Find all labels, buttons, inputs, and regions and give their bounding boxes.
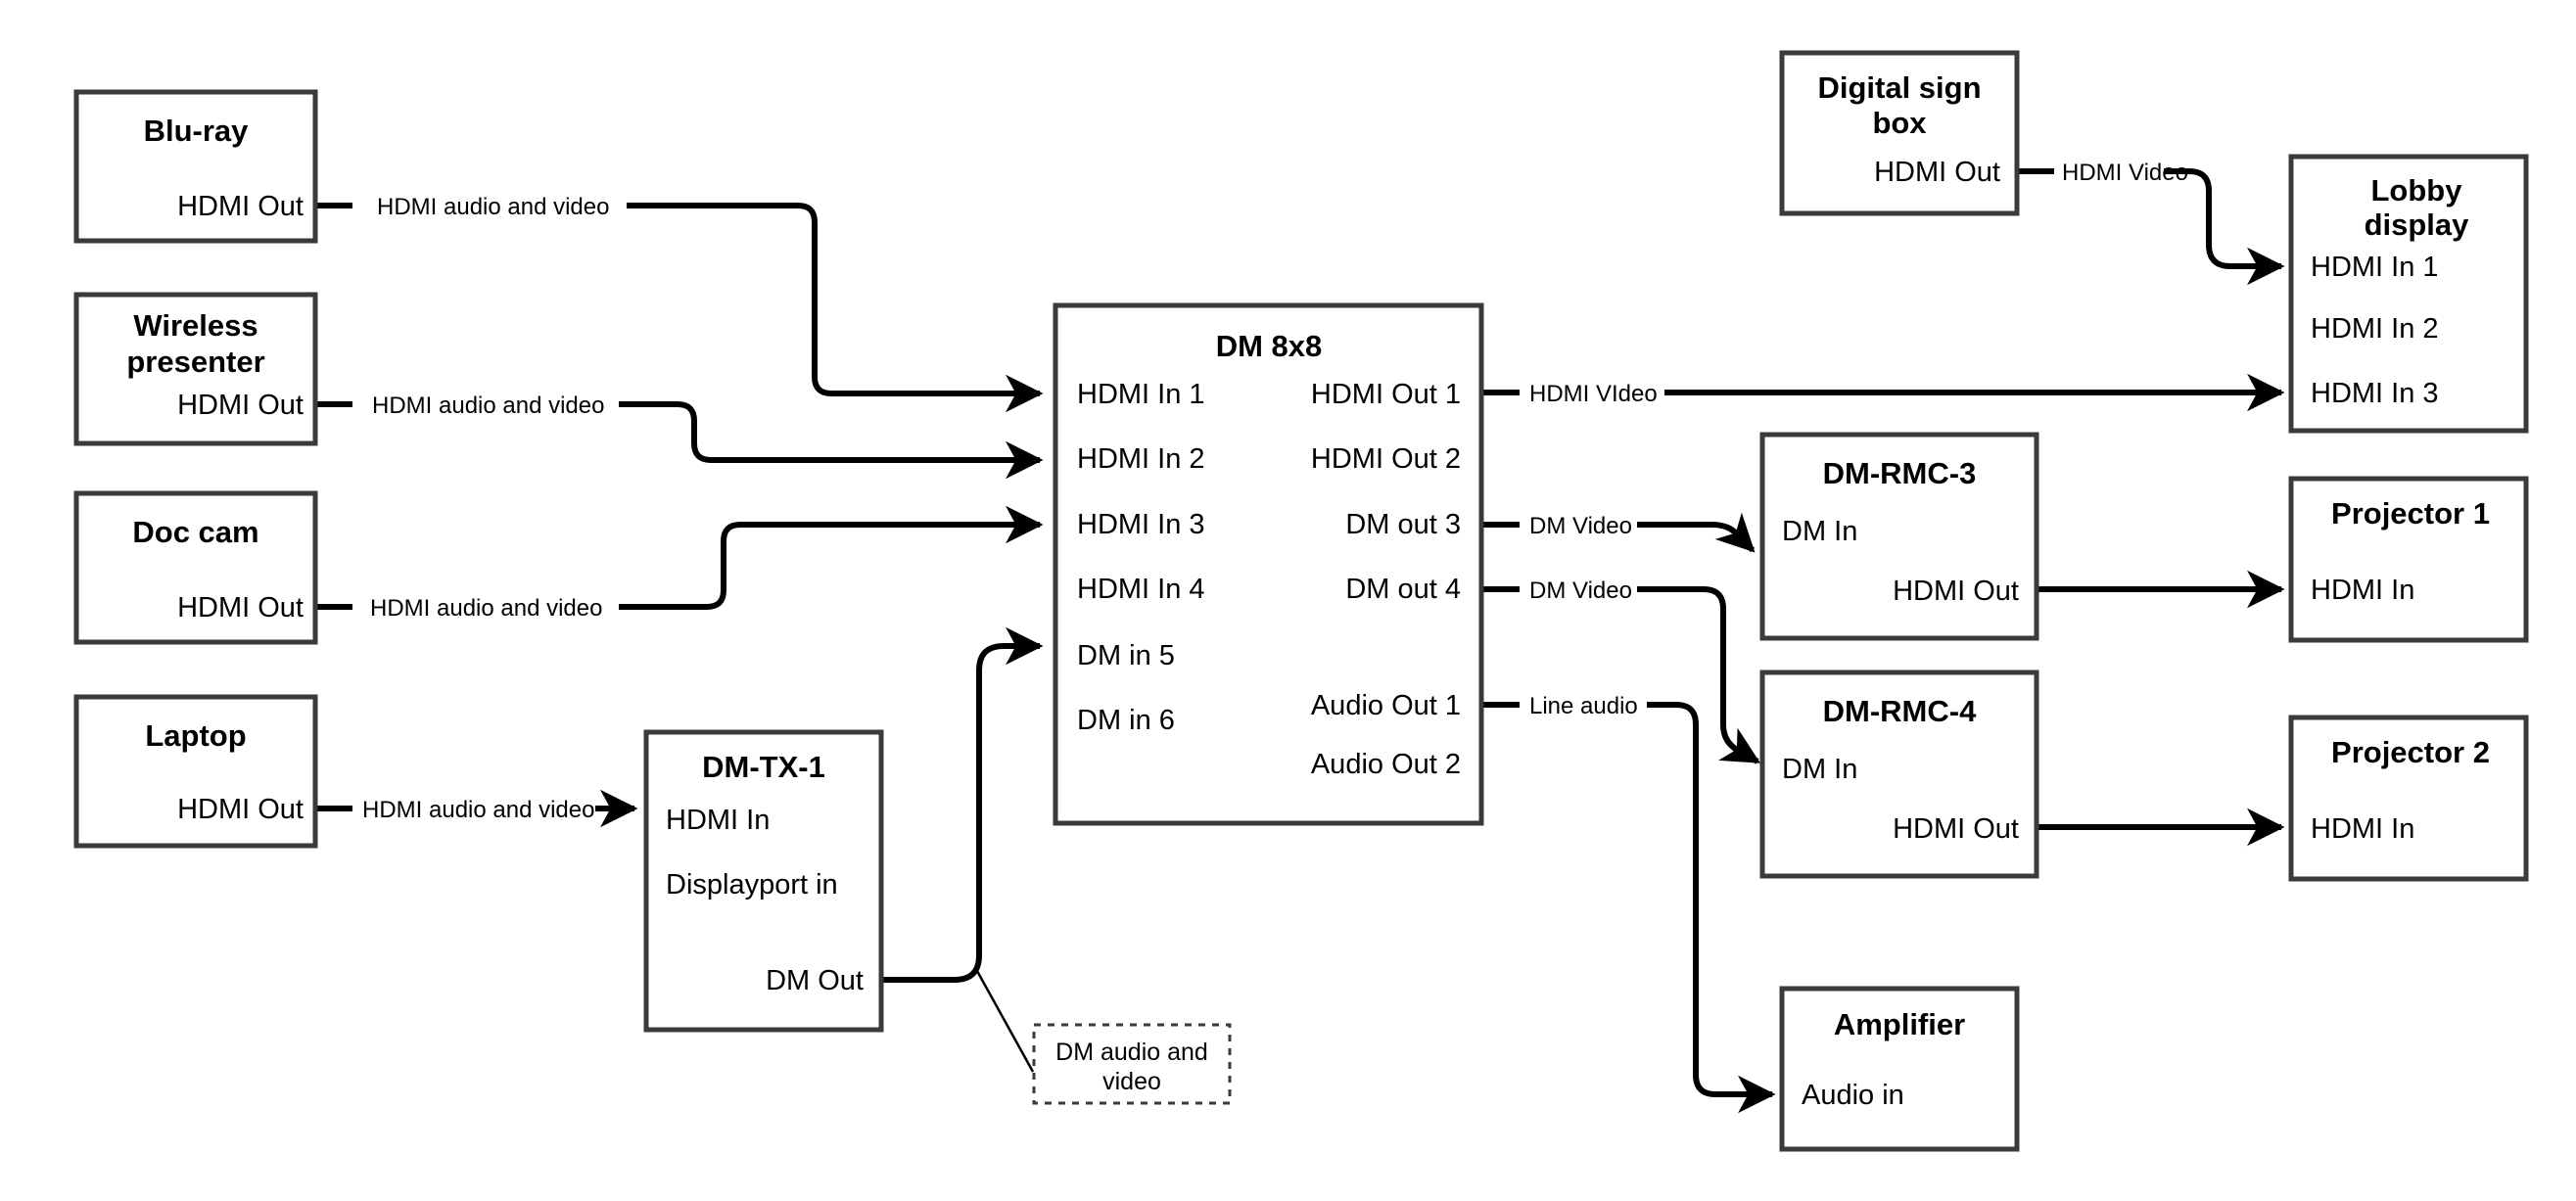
wire-label-doccam: HDMI audio and video: [370, 595, 602, 622]
dm-8x8-input-hdmi-in-3: HDMI In 3: [1077, 509, 1205, 540]
wire-doccam-to-dm8x8: HDMI audio and video: [315, 505, 1044, 622]
wire-label-sign-to-lobby: HDMI Video: [2062, 160, 2188, 186]
wire-label-wireless: HDMI audio and video: [372, 393, 604, 419]
lobby-display-port-hdmi-in-1: HDMI In 1: [2311, 252, 2439, 283]
dm-tx-1-port-displayport-in: Displayport in: [666, 869, 838, 901]
dm-tx-1-box[interactable]: [643, 729, 884, 1033]
doc-cam-box[interactable]: [73, 490, 318, 645]
laptop-title: Laptop: [145, 718, 246, 753]
wire-label-line-audio: Line audio: [1529, 693, 1638, 719]
dm-rmc-4-port-dm-in: DM In: [1782, 754, 1857, 785]
node-dm-rmc-3[interactable]: DM-RMC-3 DM In HDMI Out: [1759, 432, 2039, 641]
node-lobby-display[interactable]: Lobby display HDMI In 1 HDMI In 2 HDMI I…: [2288, 154, 2529, 434]
projector-2-title: Projector 2: [2331, 735, 2490, 769]
projector-2-port-hdmi-in: HDMI In: [2311, 813, 2414, 845]
lobby-display-title-line1: Lobby: [2371, 173, 2463, 208]
wire-wireless-to-dm8x8: HDMI audio and video: [315, 393, 1044, 480]
amplifier-port-audio-in: Audio in: [1802, 1080, 1904, 1111]
amplifier-box[interactable]: [1779, 986, 2020, 1152]
dm-tx-1-port-hdmi-in: HDMI In: [666, 805, 770, 836]
node-amplifier[interactable]: Amplifier Audio in: [1779, 986, 2020, 1152]
wire-label-bluray: HDMI audio and video: [377, 194, 609, 220]
wire-dmtx1-to-dm8x8: [881, 626, 1044, 983]
projector-2-box[interactable]: [2288, 715, 2529, 882]
wire-dm8x8-audio1-to-amp: Line audio: [1481, 693, 1776, 1114]
dm-8x8-input-dm-in-6: DM in 6: [1077, 705, 1175, 736]
lobby-display-box[interactable]: [2288, 154, 2529, 434]
lobby-display-port-hdmi-in-3: HDMI In 3: [2311, 378, 2439, 409]
lobby-display-port-hdmi-in-2: HDMI In 2: [2311, 313, 2439, 345]
callout-leader-line: [975, 970, 1035, 1073]
digital-sign-box-title-line2: box: [1872, 106, 1927, 140]
callout-line1: DM audio and: [1055, 1039, 1208, 1066]
wire-label-dm-out3: DM Video: [1529, 513, 1632, 539]
dm-tx-1-port-dm-out: DM Out: [766, 965, 864, 996]
dm-8x8-output-dm-out-3: DM out 3: [1345, 509, 1461, 540]
digital-sign-box-port-hdmi-out: HDMI Out: [1874, 157, 2000, 188]
wireless-presenter-box[interactable]: [73, 292, 318, 446]
dm-rmc-3-port-dm-in: DM In: [1782, 516, 1857, 547]
node-laptop[interactable]: Laptop HDMI Out: [73, 694, 318, 849]
node-dm-tx-1[interactable]: DM-TX-1 HDMI In Displayport in DM Out: [643, 729, 884, 1033]
projector-1-title: Projector 1: [2331, 496, 2490, 531]
node-doc-cam[interactable]: Doc cam HDMI Out: [73, 490, 318, 645]
wire-label-hdmi-out1: HDMI VIdeo: [1529, 381, 1658, 407]
callout-line2: video: [1102, 1068, 1161, 1095]
dm-8x8-title: DM 8x8: [1216, 329, 1323, 363]
callout-box: [1032, 1023, 1232, 1105]
bluray-title: Blu-ray: [144, 114, 250, 148]
digital-sign-box-title-line1: Digital sign: [1817, 70, 1981, 105]
digital-sign-box[interactable]: [1779, 50, 2020, 216]
dm-tx-1-title: DM-TX-1: [702, 750, 825, 784]
node-wireless-presenter[interactable]: Wireless presenter HDMI Out: [73, 292, 318, 446]
wireless-presenter-port-hdmi-out: HDMI Out: [177, 390, 304, 421]
dm-rmc-4-box[interactable]: [1759, 670, 2039, 879]
wire-sign-to-lobby: HDMI Video: [2017, 160, 2285, 286]
dm-8x8-output-audio-out-1: Audio Out 1: [1311, 690, 1461, 721]
doc-cam-port-hdmi-out: HDMI Out: [177, 592, 304, 624]
wire-label-dm-out4: DM Video: [1529, 577, 1632, 604]
wireless-presenter-title-line1: Wireless: [133, 308, 258, 343]
dm-8x8-output-audio-out-2: Audio Out 2: [1311, 749, 1461, 780]
dm-8x8-output-hdmi-out-1: HDMI Out 1: [1311, 379, 1461, 410]
node-dm-8x8[interactable]: DM 8x8 HDMI In 1 HDMI In 2 HDMI In 3 HDM…: [1053, 302, 1484, 826]
node-bluray[interactable]: Blu-ray HDMI Out: [73, 89, 318, 244]
node-projector-2[interactable]: Projector 2 HDMI In: [2288, 715, 2529, 882]
dm-rmc-3-port-hdmi-out: HDMI Out: [1893, 576, 2019, 607]
bluray-box[interactable]: [73, 89, 318, 244]
node-digital-sign-box[interactable]: Digital sign box HDMI Out: [1779, 50, 2020, 216]
wire-dm8x8-out3-to-rmc3: DM Video: [1481, 512, 1756, 553]
node-dm-rmc-4[interactable]: DM-RMC-4 DM In HDMI Out: [1759, 670, 2039, 879]
wire-laptop-to-dmtx1: HDMI audio and video: [315, 789, 638, 828]
laptop-port-hdmi-out: HDMI Out: [177, 794, 304, 825]
dm-rmc-4-port-hdmi-out: HDMI Out: [1893, 813, 2019, 845]
dm-8x8-box[interactable]: [1053, 302, 1484, 826]
lobby-display-title-line2: display: [2365, 208, 2470, 242]
doc-cam-title: Doc cam: [132, 515, 258, 549]
dm-8x8-output-dm-out-4: DM out 4: [1345, 574, 1461, 605]
wire-label-laptop: HDMI audio and video: [362, 797, 594, 823]
dm-rmc-3-title: DM-RMC-3: [1823, 456, 1977, 490]
dm-rmc-4-title: DM-RMC-4: [1823, 694, 1977, 728]
wire-dm8x8-out4-to-rmc4: DM Video: [1481, 577, 1761, 764]
dm-8x8-input-dm-in-5: DM in 5: [1077, 640, 1175, 671]
callout-dm-audio-and-video: DM audio and video: [1032, 1023, 1232, 1105]
dm-8x8-input-hdmi-in-1: HDMI In 1: [1077, 379, 1205, 410]
projector-1-box[interactable]: [2288, 476, 2529, 643]
dm-rmc-3-box[interactable]: [1759, 432, 2039, 641]
dm-8x8-input-hdmi-in-4: HDMI In 4: [1077, 574, 1205, 605]
wire-bluray-to-dm8x8: HDMI audio and video: [315, 194, 1044, 413]
bluray-port-hdmi-out: HDMI Out: [177, 191, 304, 222]
dm-8x8-input-hdmi-in-2: HDMI In 2: [1077, 443, 1205, 475]
dm-8x8-output-hdmi-out-2: HDMI Out 2: [1311, 443, 1461, 475]
laptop-box[interactable]: [73, 694, 318, 849]
node-projector-1[interactable]: Projector 1 HDMI In: [2288, 476, 2529, 643]
projector-1-port-hdmi-in: HDMI In: [2311, 575, 2414, 606]
wireless-presenter-title-line2: presenter: [126, 345, 264, 379]
amplifier-title: Amplifier: [1834, 1007, 1965, 1041]
wire-dm8x8-out1-to-lobby: HDMI VIdeo: [1481, 373, 2285, 412]
